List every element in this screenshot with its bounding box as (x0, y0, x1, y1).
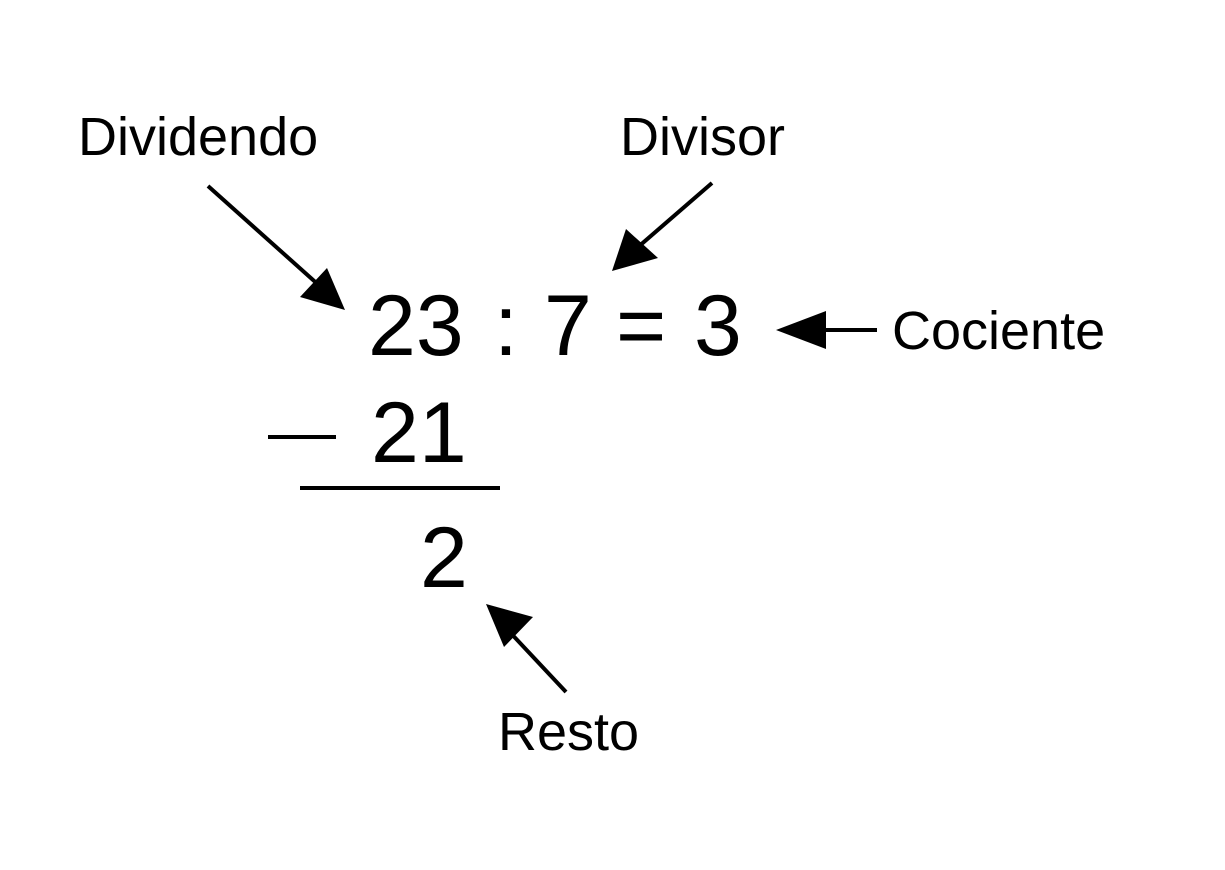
subtrahend-number: 21 (371, 385, 467, 481)
dividend-number: 23 (368, 278, 464, 374)
divisor-number: 7 (544, 278, 592, 374)
dividend-arrowhead (300, 268, 345, 310)
remainder-arrowhead (486, 604, 533, 647)
divisor-label: Divisor (620, 107, 785, 167)
quotient-arrowhead (776, 311, 826, 349)
equals-sign: = (616, 278, 666, 374)
divisor-arrow-shaft (628, 181, 714, 256)
dividend-label: Dividendo (78, 107, 318, 167)
remainder-number: 2 (420, 510, 468, 606)
remainder-label: Resto (498, 702, 639, 762)
quotient-number: 3 (694, 278, 742, 374)
remainder-arrow-shaft (503, 625, 568, 694)
quotient-label: Cociente (892, 301, 1105, 361)
divisor-arrowhead (612, 229, 658, 271)
dividend-arrow-shaft (206, 184, 324, 290)
division-sign: : (494, 278, 518, 374)
